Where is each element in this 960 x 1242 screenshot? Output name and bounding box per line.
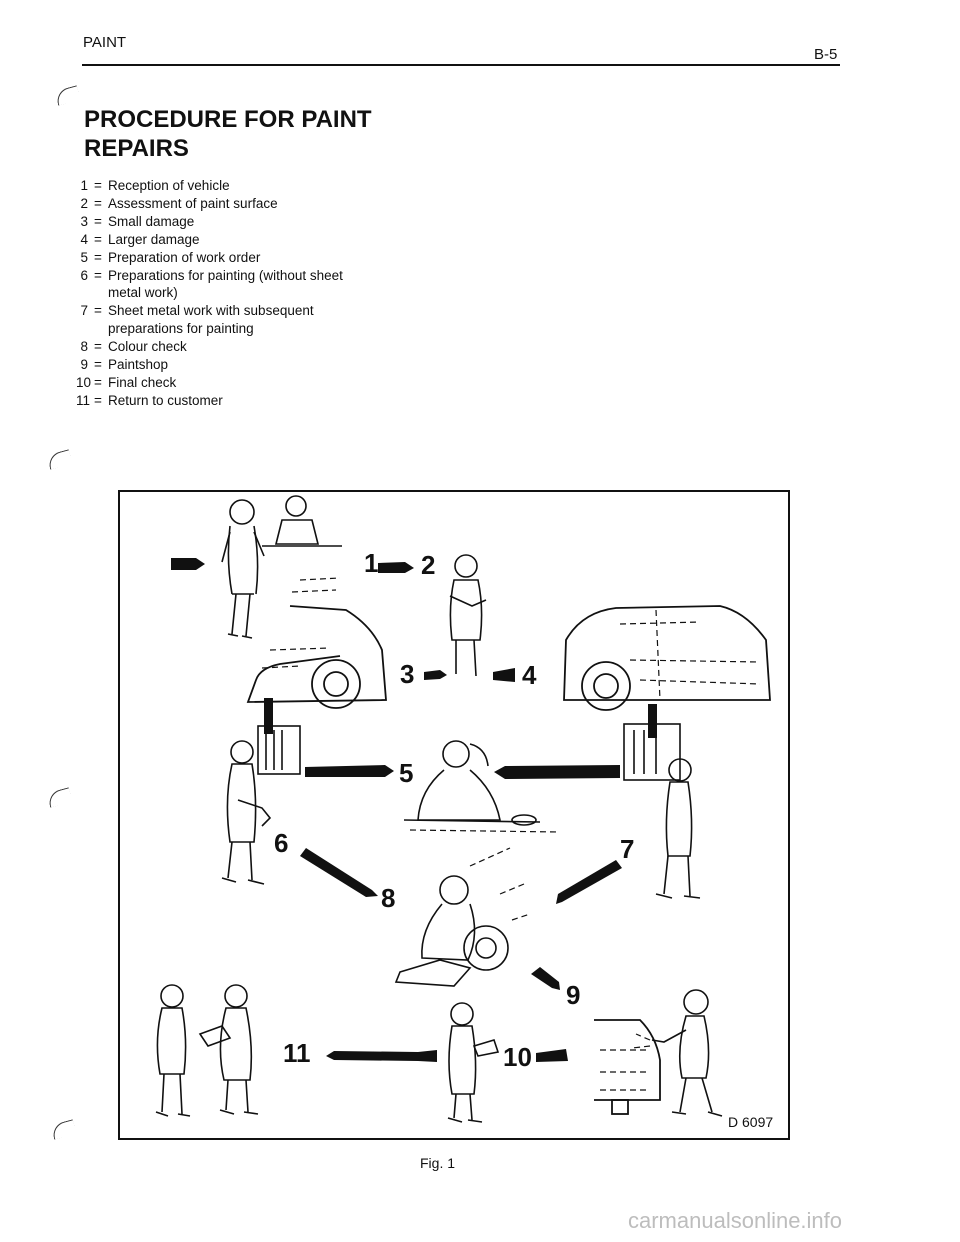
page-number: B-5 (814, 46, 838, 63)
legend-item: 8=Colour check (80, 339, 187, 355)
arrow-8-to-9 (531, 967, 560, 990)
legend-item: 4=Larger damage (80, 231, 200, 247)
illustration-car-side (563, 605, 771, 711)
bar-down-left (264, 698, 273, 734)
figure-code: D 6097 (728, 1114, 774, 1130)
figure-frame (118, 490, 790, 1140)
title-line-1: PROCEDURE FOR PAINT (84, 106, 372, 133)
legend-item: 11=Return to customer (76, 392, 223, 408)
illustration-customer-return (155, 984, 259, 1117)
legend-item: 7=Sheet metal work with subsequent (80, 303, 314, 319)
arrow-from-9 (536, 1049, 568, 1062)
illustration-car-front (246, 577, 387, 709)
figure-caption: Fig. 1 (420, 1155, 456, 1171)
step-label-3: 3 (400, 659, 414, 689)
illustration-reception (221, 495, 342, 639)
illustration-assessor (449, 554, 487, 677)
step-labels: 1 2 3 4 5 6 7 8 9 10 11 (274, 548, 634, 1072)
legend-item: 1=Reception of vehicle (80, 178, 230, 193)
legend-item: 5=Preparation of work order (80, 249, 261, 265)
step-label-11: 11 (283, 1038, 311, 1068)
legend-item: 10=Final check (76, 374, 177, 390)
watermark: carmanualsonline.info (628, 1208, 843, 1233)
bar-down-right (648, 704, 657, 738)
step-label-1: 1 (364, 548, 378, 578)
illustration-mechanic-left (221, 725, 301, 885)
arrow-from-4 (493, 668, 515, 682)
arrow-3-to-4 (424, 670, 447, 680)
step-label-7: 7 (620, 834, 634, 864)
arrow-6-to-8 (300, 848, 378, 897)
step-label-5: 5 (399, 758, 413, 788)
legend-item: 3=Small damage (80, 213, 195, 229)
illustration-final-check (447, 1002, 500, 1123)
header-rule (82, 64, 840, 66)
arrow-10-to-11 (326, 1050, 437, 1062)
arrow-to-5-left (305, 765, 394, 777)
illustration-colour-check (394, 847, 531, 987)
arrow-1-to-2 (378, 562, 414, 573)
illustration-mechanic-right (623, 723, 701, 899)
title-line-2: REPAIRS (84, 135, 189, 162)
arrow-into-1 (171, 558, 205, 570)
illustration-paintshop (594, 989, 723, 1117)
illustration-work-order (403, 740, 561, 833)
step-label-6: 6 (274, 828, 288, 858)
arrow-to-5-right (494, 765, 620, 779)
flow-arrows (171, 558, 657, 1062)
step-label-8: 8 (381, 883, 395, 913)
step-label-9: 9 (566, 980, 580, 1010)
legend-item: 6=Preparations for painting (without she… (80, 267, 343, 283)
step-label-2: 2 (421, 550, 435, 580)
legend-list: 1=Reception of vehicle 2=Assessment of p… (76, 177, 343, 410)
legend-item: 9=Paintshop (80, 357, 169, 373)
arrow-7-to-8 (556, 860, 622, 904)
legend-item: 2=Assessment of paint surface (80, 195, 278, 211)
page-header-section: PAINT (83, 34, 127, 51)
page-title: PROCEDURE FOR PAINT REPAIRS (84, 105, 372, 163)
legend-item-continuation: metal work) (108, 285, 178, 301)
step-label-10: 10 (503, 1042, 532, 1072)
step-label-4: 4 (522, 660, 537, 690)
legend-item-continuation: preparations for painting (108, 321, 254, 337)
